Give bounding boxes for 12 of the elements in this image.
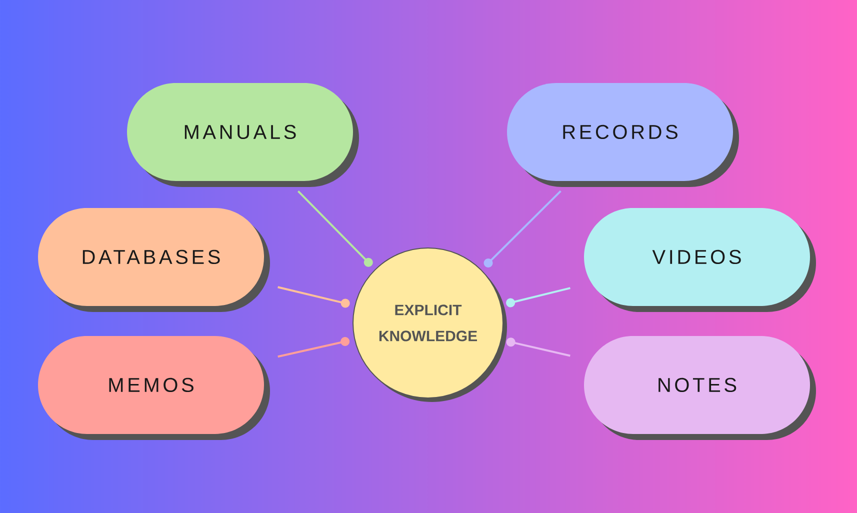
connector-line bbox=[278, 286, 350, 308]
pill-box: MANUALS bbox=[127, 83, 359, 187]
connector-line bbox=[506, 287, 570, 308]
pill-box: NOTES bbox=[584, 336, 816, 440]
pill-box: DATABASES bbox=[38, 208, 270, 312]
connector-line bbox=[297, 190, 373, 267]
pill-box: RECORDS bbox=[507, 83, 739, 187]
pill-box: MEMOS bbox=[38, 336, 270, 440]
connector-line bbox=[278, 337, 350, 358]
connector-line bbox=[506, 338, 570, 357]
pill-box: VIDEOS bbox=[584, 208, 816, 312]
connector-line bbox=[484, 190, 562, 268]
